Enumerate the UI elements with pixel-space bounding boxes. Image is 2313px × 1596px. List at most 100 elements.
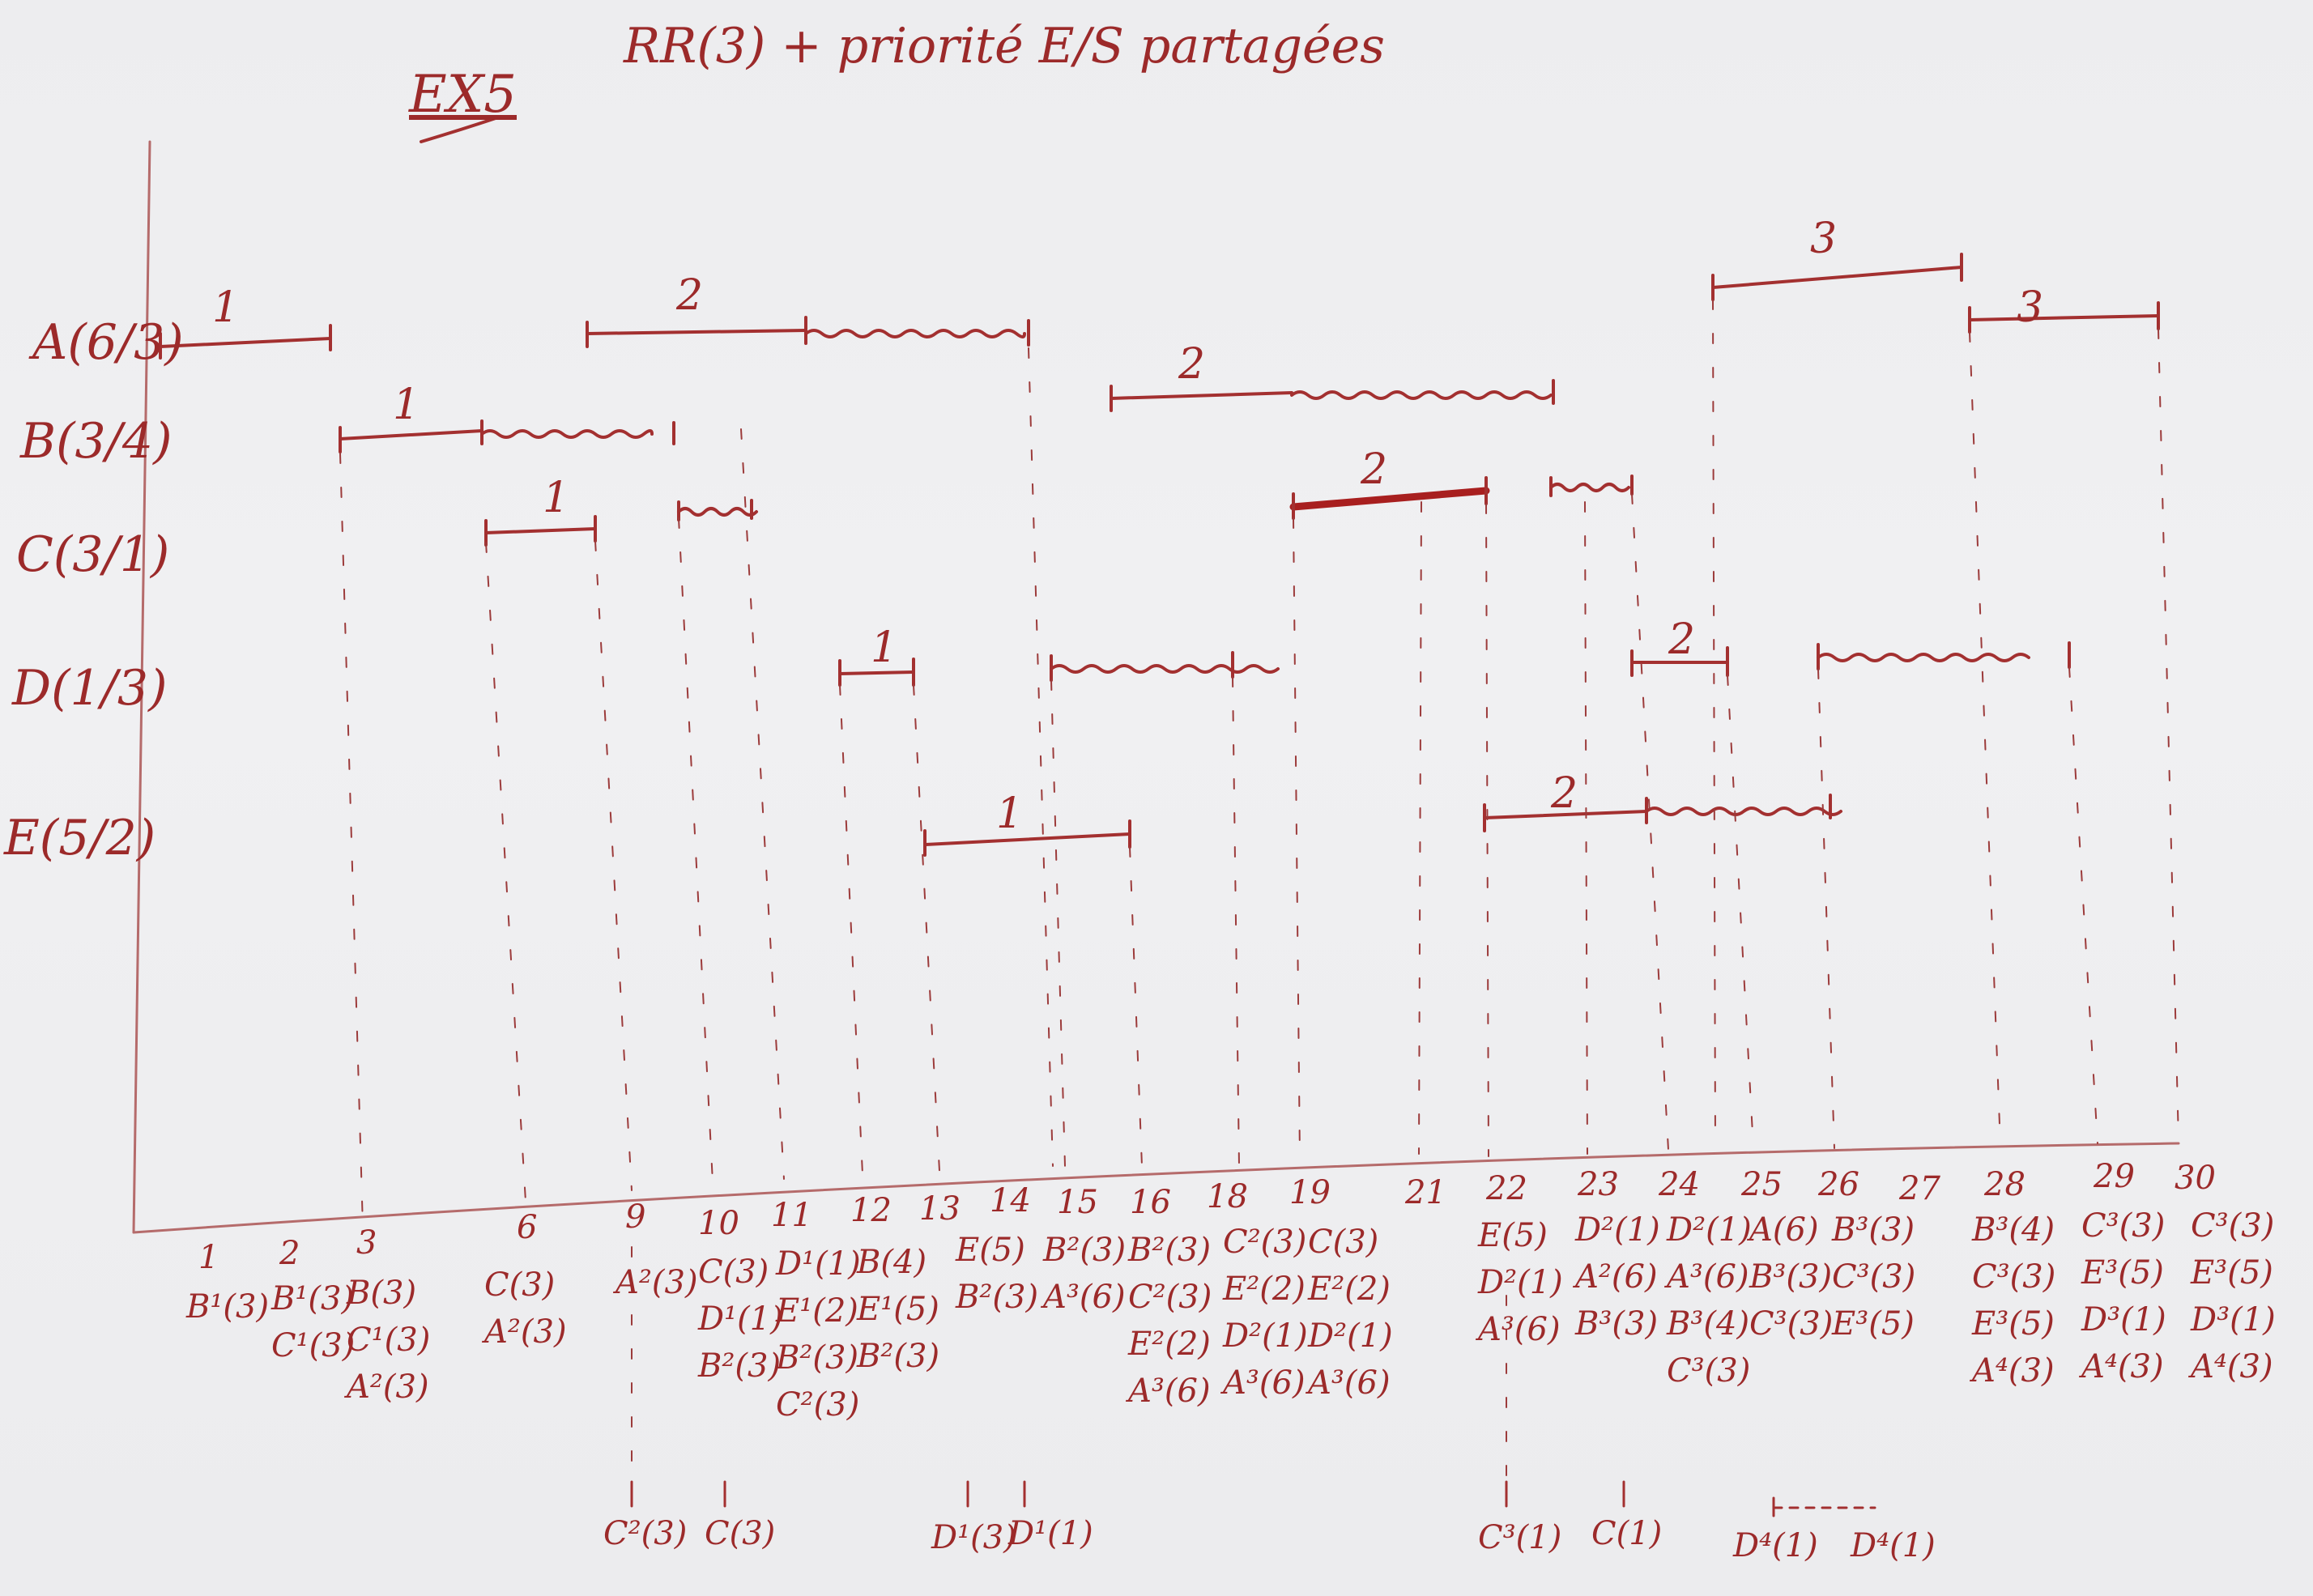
time-tick: 30: [2175, 1160, 2216, 1197]
ready-queue-column: C(3) E²(2) D²(1) A³(6): [1308, 1219, 1393, 1407]
queue-entry: D²(1): [1308, 1317, 1393, 1355]
queue-entry: E³(5): [1832, 1305, 1915, 1343]
queue-entry: C³(3): [1667, 1352, 1751, 1390]
time-tick: 22: [1486, 1170, 1527, 1207]
ready-queue-column: A²(3): [616, 1259, 698, 1306]
time-tick: 12: [850, 1192, 892, 1229]
segment-label: 1: [543, 474, 570, 522]
time-tick: 2: [279, 1235, 300, 1272]
queue-entry: C³(3): [1972, 1258, 2056, 1296]
process-label-b: B(3/4): [20, 413, 173, 470]
x-axis: [132, 1142, 2180, 1234]
time-tick: 29: [2094, 1158, 2135, 1195]
queue-entry: E¹(2): [776, 1292, 858, 1330]
queue-entry: D¹(1): [698, 1300, 783, 1338]
queue-entry: A⁴(3): [2191, 1348, 2273, 1385]
time-tick: 16: [1130, 1184, 1171, 1221]
queue-entry: A(6): [1749, 1211, 1819, 1249]
queue-entry: B³(4): [1972, 1211, 2055, 1249]
y-axis: [132, 140, 151, 1234]
queue-entry: A⁴(3): [1972, 1352, 2055, 1390]
time-tick: 25: [1741, 1166, 1783, 1203]
process-label-e: E(5/2): [4, 810, 156, 866]
queue-entry: E³(5): [2191, 1254, 2273, 1292]
time-tick: 13: [919, 1190, 961, 1228]
queue-entry: B²(3): [1043, 1232, 1127, 1269]
queue-entry: B(4): [857, 1244, 927, 1281]
segment-label: 1: [871, 624, 898, 672]
queue-entry: C³(3): [1749, 1305, 1834, 1343]
ready-queue-column: B¹(3): [186, 1283, 269, 1330]
segment-label: 2: [1361, 445, 1388, 494]
time-tick: 28: [1984, 1166, 2025, 1203]
queue-entry: A²(3): [616, 1264, 698, 1301]
queue-entry: E²(2): [1308, 1270, 1391, 1308]
queue-entry: C(3): [698, 1253, 769, 1291]
ready-queue-column: A(6) B³(3) C³(3): [1749, 1207, 1833, 1347]
time-tick: 23: [1578, 1166, 1619, 1203]
io-queue-entry: D⁴(1): [1733, 1527, 1818, 1564]
queue-entry: E(5): [1478, 1217, 1548, 1254]
process-label-c: C(3/1): [16, 526, 170, 583]
segment-label: 2: [1178, 340, 1206, 389]
queue-entry: C³(3): [2191, 1207, 2275, 1245]
process-label-a: A(6/3): [32, 314, 184, 371]
segment-label: 2: [676, 271, 704, 320]
ready-queue-column: D¹(1) E¹(2) B²(3) C²(3): [776, 1241, 861, 1428]
queue-entry: A³(6): [1478, 1311, 1561, 1348]
process-label-d: D(1/3): [12, 660, 168, 717]
time-tick: 15: [1057, 1184, 1098, 1221]
time-tick: 27: [1899, 1170, 1940, 1207]
process-e-timeline: [923, 794, 1842, 857]
heading-underline: [420, 116, 500, 143]
queue-entry: A²(3): [347, 1368, 429, 1406]
io-queue-entry: C(3): [705, 1515, 776, 1552]
time-tick: 18: [1207, 1178, 1248, 1215]
io-queue-entry: C³(1): [1478, 1519, 1562, 1556]
queue-entry: C²(3): [1223, 1224, 1307, 1261]
queue-entry: A³(6): [1223, 1364, 1306, 1402]
segment-label: 1: [212, 283, 240, 332]
queue-entry: B³(3): [1749, 1258, 1833, 1296]
process-a-timeline: [159, 253, 2160, 360]
ready-queue-column: B³(4) C³(3) E³(5) A⁴(3): [1972, 1207, 2055, 1394]
queue-entry: E²(2): [1223, 1270, 1306, 1308]
ready-queue-column: C(3) D¹(1) B²(3): [698, 1249, 783, 1390]
ready-queue-column: C(3) A²(3): [484, 1262, 567, 1356]
ready-queue-column: B¹(3) C¹(3): [271, 1275, 355, 1369]
queue-entry: A³(6): [1043, 1279, 1126, 1316]
time-tick: 6: [517, 1209, 538, 1246]
segment-label: 1: [393, 381, 420, 429]
time-tick: 1: [198, 1239, 219, 1276]
queue-entry: C(3): [1308, 1224, 1379, 1261]
ready-queue-column: B(4) E¹(5) B²(3): [857, 1239, 939, 1380]
io-queue-entry: D¹(3): [931, 1519, 1016, 1556]
ready-queue-column: B(3) C¹(3) A²(3): [347, 1270, 430, 1411]
ready-queue-column: C²(3) E²(2) D²(1) A³(6): [1223, 1219, 1308, 1407]
queue-entry: B¹(3): [186, 1288, 270, 1326]
queue-entry: A³(6): [1308, 1364, 1391, 1402]
queue-entry: A⁴(3): [2081, 1348, 2164, 1385]
queue-entry: D³(1): [2191, 1301, 2276, 1339]
ready-queue-column: E(5) B²(3): [956, 1227, 1038, 1321]
queue-entry: B³(4): [1667, 1305, 1750, 1343]
io-queue-entry: D⁴(1): [1851, 1527, 1936, 1564]
io-arrows: [630, 1480, 1876, 1517]
queue-entry: C(3): [484, 1266, 556, 1304]
time-tick: 26: [1818, 1166, 1859, 1203]
process-d-timeline: [838, 641, 2071, 687]
queue-entry: A³(6): [1128, 1373, 1211, 1410]
queue-entry: B¹(3): [271, 1280, 355, 1317]
time-tick: 14: [990, 1182, 1031, 1219]
time-tick: 19: [1289, 1174, 1331, 1211]
io-queue-entry: C²(3): [603, 1515, 688, 1552]
ready-queue-column: B³(3) C³(3) E³(5): [1832, 1207, 1915, 1347]
queue-entry: E³(5): [2081, 1254, 2164, 1292]
queue-entry: B²(3): [1128, 1232, 1212, 1269]
queue-entry: D²(1): [1223, 1317, 1308, 1355]
queue-entry: B²(3): [698, 1347, 782, 1385]
io-queue-entry: D¹(1): [1008, 1515, 1093, 1552]
queue-entry: C²(3): [1128, 1279, 1212, 1316]
time-tick: 24: [1659, 1166, 1700, 1203]
